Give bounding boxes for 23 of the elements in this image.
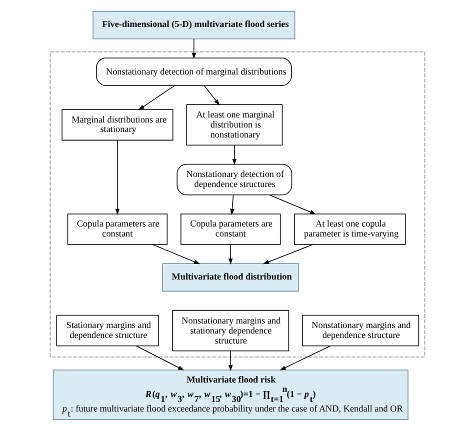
arrow <box>230 194 234 216</box>
node-box: Five-dimensional (5-D) multivariate flood series <box>92 10 295 40</box>
node-box: Stationary margins and dependence structure <box>56 314 158 346</box>
node-box: Copula parameters are constant <box>66 214 168 245</box>
arrow <box>152 244 200 264</box>
arrow <box>203 85 220 106</box>
node-box: Nonstationary detection of marginal distributions <box>96 58 292 86</box>
arrow <box>228 350 232 372</box>
node-box: Marginal distributions are stationary <box>61 109 173 141</box>
node-box: Nonstationary detection of dependence structures <box>176 164 292 196</box>
arrow <box>268 194 316 214</box>
node-box: Multivariate flood distribution <box>162 263 299 292</box>
arrow <box>228 244 232 265</box>
arrow <box>114 140 120 215</box>
node-box: Nonstationary margins and stationary dependence structure <box>172 310 289 352</box>
arrow <box>191 38 196 59</box>
node-box: Nonstationary margins and dependence structure <box>302 314 419 346</box>
arrow <box>232 145 236 166</box>
arrow <box>138 85 175 110</box>
node-box: At least one copula parameter is time-varying <box>294 214 406 245</box>
node-box: At least one marginal distribution is nonstationary <box>186 104 282 146</box>
node-box: Copula parameters are constant <box>180 214 280 245</box>
arrow <box>262 244 312 264</box>
